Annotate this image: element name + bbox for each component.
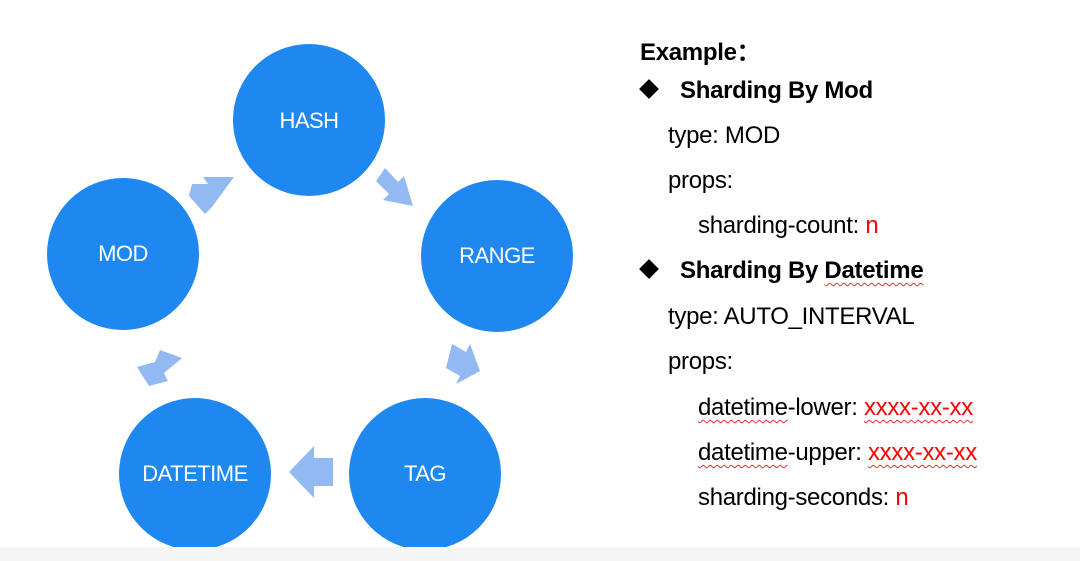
section-title-mod: Sharding By Mod xyxy=(639,77,873,105)
arrow-mod-to-hash xyxy=(189,177,234,214)
type-line-mod: type: MOD xyxy=(668,122,780,149)
node-hash xyxy=(233,44,385,196)
node-label-mod: MOD xyxy=(98,241,148,266)
arrow-hash-to-range xyxy=(376,168,413,206)
prop-key: sharding-seconds: xyxy=(698,484,896,511)
node-mod xyxy=(47,178,199,330)
prop-key-word: datetime xyxy=(698,394,788,421)
props-label-datetime: props: xyxy=(668,348,733,375)
section-title-datetime: Sharding By Datetime xyxy=(639,257,924,285)
prop-value: xxxx-xx-xx xyxy=(867,439,977,466)
prop-key-rest: -lower: xyxy=(787,394,864,421)
section-title-keyword: Datetime xyxy=(824,257,924,284)
section-title-prefix: Sharding By xyxy=(680,257,825,284)
arrow-range-to-tag xyxy=(446,344,480,384)
prop-value: n xyxy=(865,212,879,239)
node-label-range: RANGE xyxy=(459,243,535,268)
node-datetime xyxy=(119,398,271,550)
props-label-mod: props: xyxy=(668,167,733,194)
node-tag xyxy=(349,398,501,550)
prop-key-rest: -upper: xyxy=(787,439,868,466)
prop-datetime-upper: datetime-upper: xxxx-xx-xx xyxy=(698,439,977,467)
diamond-bullet-icon xyxy=(639,259,659,279)
arrow-tag-to-datetime xyxy=(289,446,333,498)
node-label-tag: TAG xyxy=(404,461,446,486)
prop-value: xxxx-xx-xx xyxy=(863,394,973,421)
prop-key: sharding-count: xyxy=(698,212,866,239)
example-heading: Example： xyxy=(640,39,761,66)
section-title-prefix: Sharding By xyxy=(680,77,825,104)
sharding-cycle-diagram: HASH RANGE TAG DATETIME MOD xyxy=(47,44,573,550)
prop-datetime-lower: datetime-lower: xxxx-xx-xx xyxy=(698,394,973,422)
node-label-datetime: DATETIME xyxy=(142,461,248,486)
prop-sharding-count: sharding-count: n xyxy=(698,212,879,240)
diamond-bullet-icon xyxy=(639,79,659,99)
prop-value: n xyxy=(895,484,909,511)
type-line-datetime: type: AUTO_INTERVAL xyxy=(668,303,915,330)
prop-sharding-seconds: sharding-seconds: n xyxy=(698,484,909,512)
arrow-datetime-to-mod xyxy=(137,350,182,386)
section-title-keyword: Mod xyxy=(824,77,873,104)
bottom-strip xyxy=(0,547,1080,561)
node-range xyxy=(421,180,573,332)
prop-key-word: datetime xyxy=(698,439,788,466)
node-label-hash: HASH xyxy=(279,108,338,133)
